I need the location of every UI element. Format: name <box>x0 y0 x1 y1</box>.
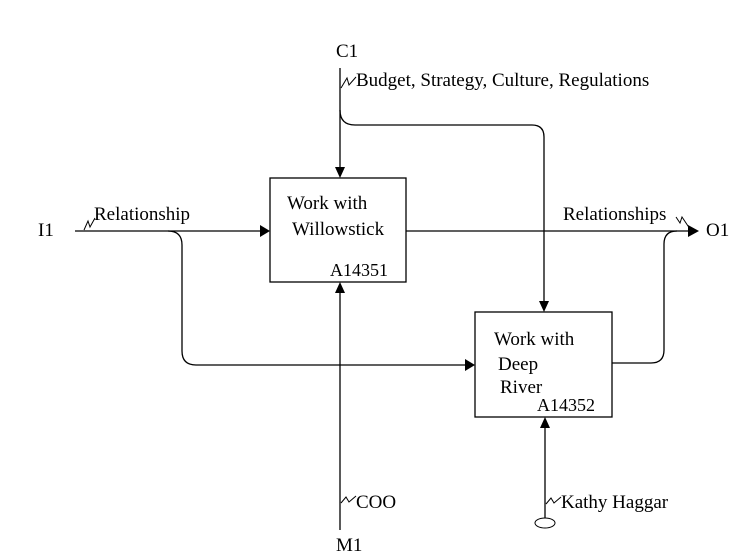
mechanism-a2-label-squiggle <box>545 496 562 505</box>
input-arrowhead-a2 <box>465 359 475 371</box>
activity-box-a14352[interactable]: Work with Deep River A14352 <box>474 311 613 418</box>
activity-a14351-name-line1: Work with <box>287 193 368 214</box>
input-arrowhead-a1 <box>260 225 270 237</box>
activity-box-a14351-frame <box>269 177 407 283</box>
mechanism-arrowhead-a2 <box>540 417 550 428</box>
control-arrow-line-a2[interactable] <box>339 109 545 301</box>
mechanism-a2-arrow-label: Kathy Haggar <box>561 492 669 513</box>
input-label-squiggle <box>83 217 96 231</box>
output-arrowhead <box>688 225 699 237</box>
boundary-control-code: C1 <box>336 41 358 62</box>
input-arrow-line-a2[interactable] <box>167 230 465 366</box>
activity-a14352-name-line2: Deep <box>498 354 538 375</box>
control-arrowhead-a2 <box>539 301 549 312</box>
activity-box-a14351[interactable]: Work with Willowstick A14351 <box>269 177 407 283</box>
activity-a14352-node-id: A14352 <box>537 395 595 415</box>
mechanism-a1-label-squiggle <box>340 495 357 504</box>
activity-a14351-name-line2: Willowstick <box>292 219 385 240</box>
output-arrow-label: Relationships <box>563 204 666 225</box>
boundary-input-code: I1 <box>38 220 54 241</box>
mechanism-arrowhead-a1 <box>335 282 345 293</box>
output-label-squiggle <box>675 215 691 230</box>
output-arrow-line-a2[interactable] <box>612 230 678 364</box>
activity-box-a14352-frame <box>474 311 613 418</box>
tunnel-marker <box>534 517 556 529</box>
boundary-output-code: O1 <box>706 220 729 241</box>
control-arrowhead-a1 <box>335 167 345 178</box>
activity-a14351-node-id: A14351 <box>330 260 388 280</box>
activity-a14352-name-line3: River <box>500 377 543 398</box>
activity-a14352-name-line1: Work with <box>494 329 575 350</box>
control-label-squiggle <box>340 76 357 89</box>
mechanism-a1-arrow-label: COO <box>356 492 396 513</box>
input-arrow-label: Relationship <box>94 204 190 225</box>
control-arrow-label: Budget, Strategy, Culture, Regulations <box>356 70 649 91</box>
boundary-mechanism-code: M1 <box>336 535 362 556</box>
